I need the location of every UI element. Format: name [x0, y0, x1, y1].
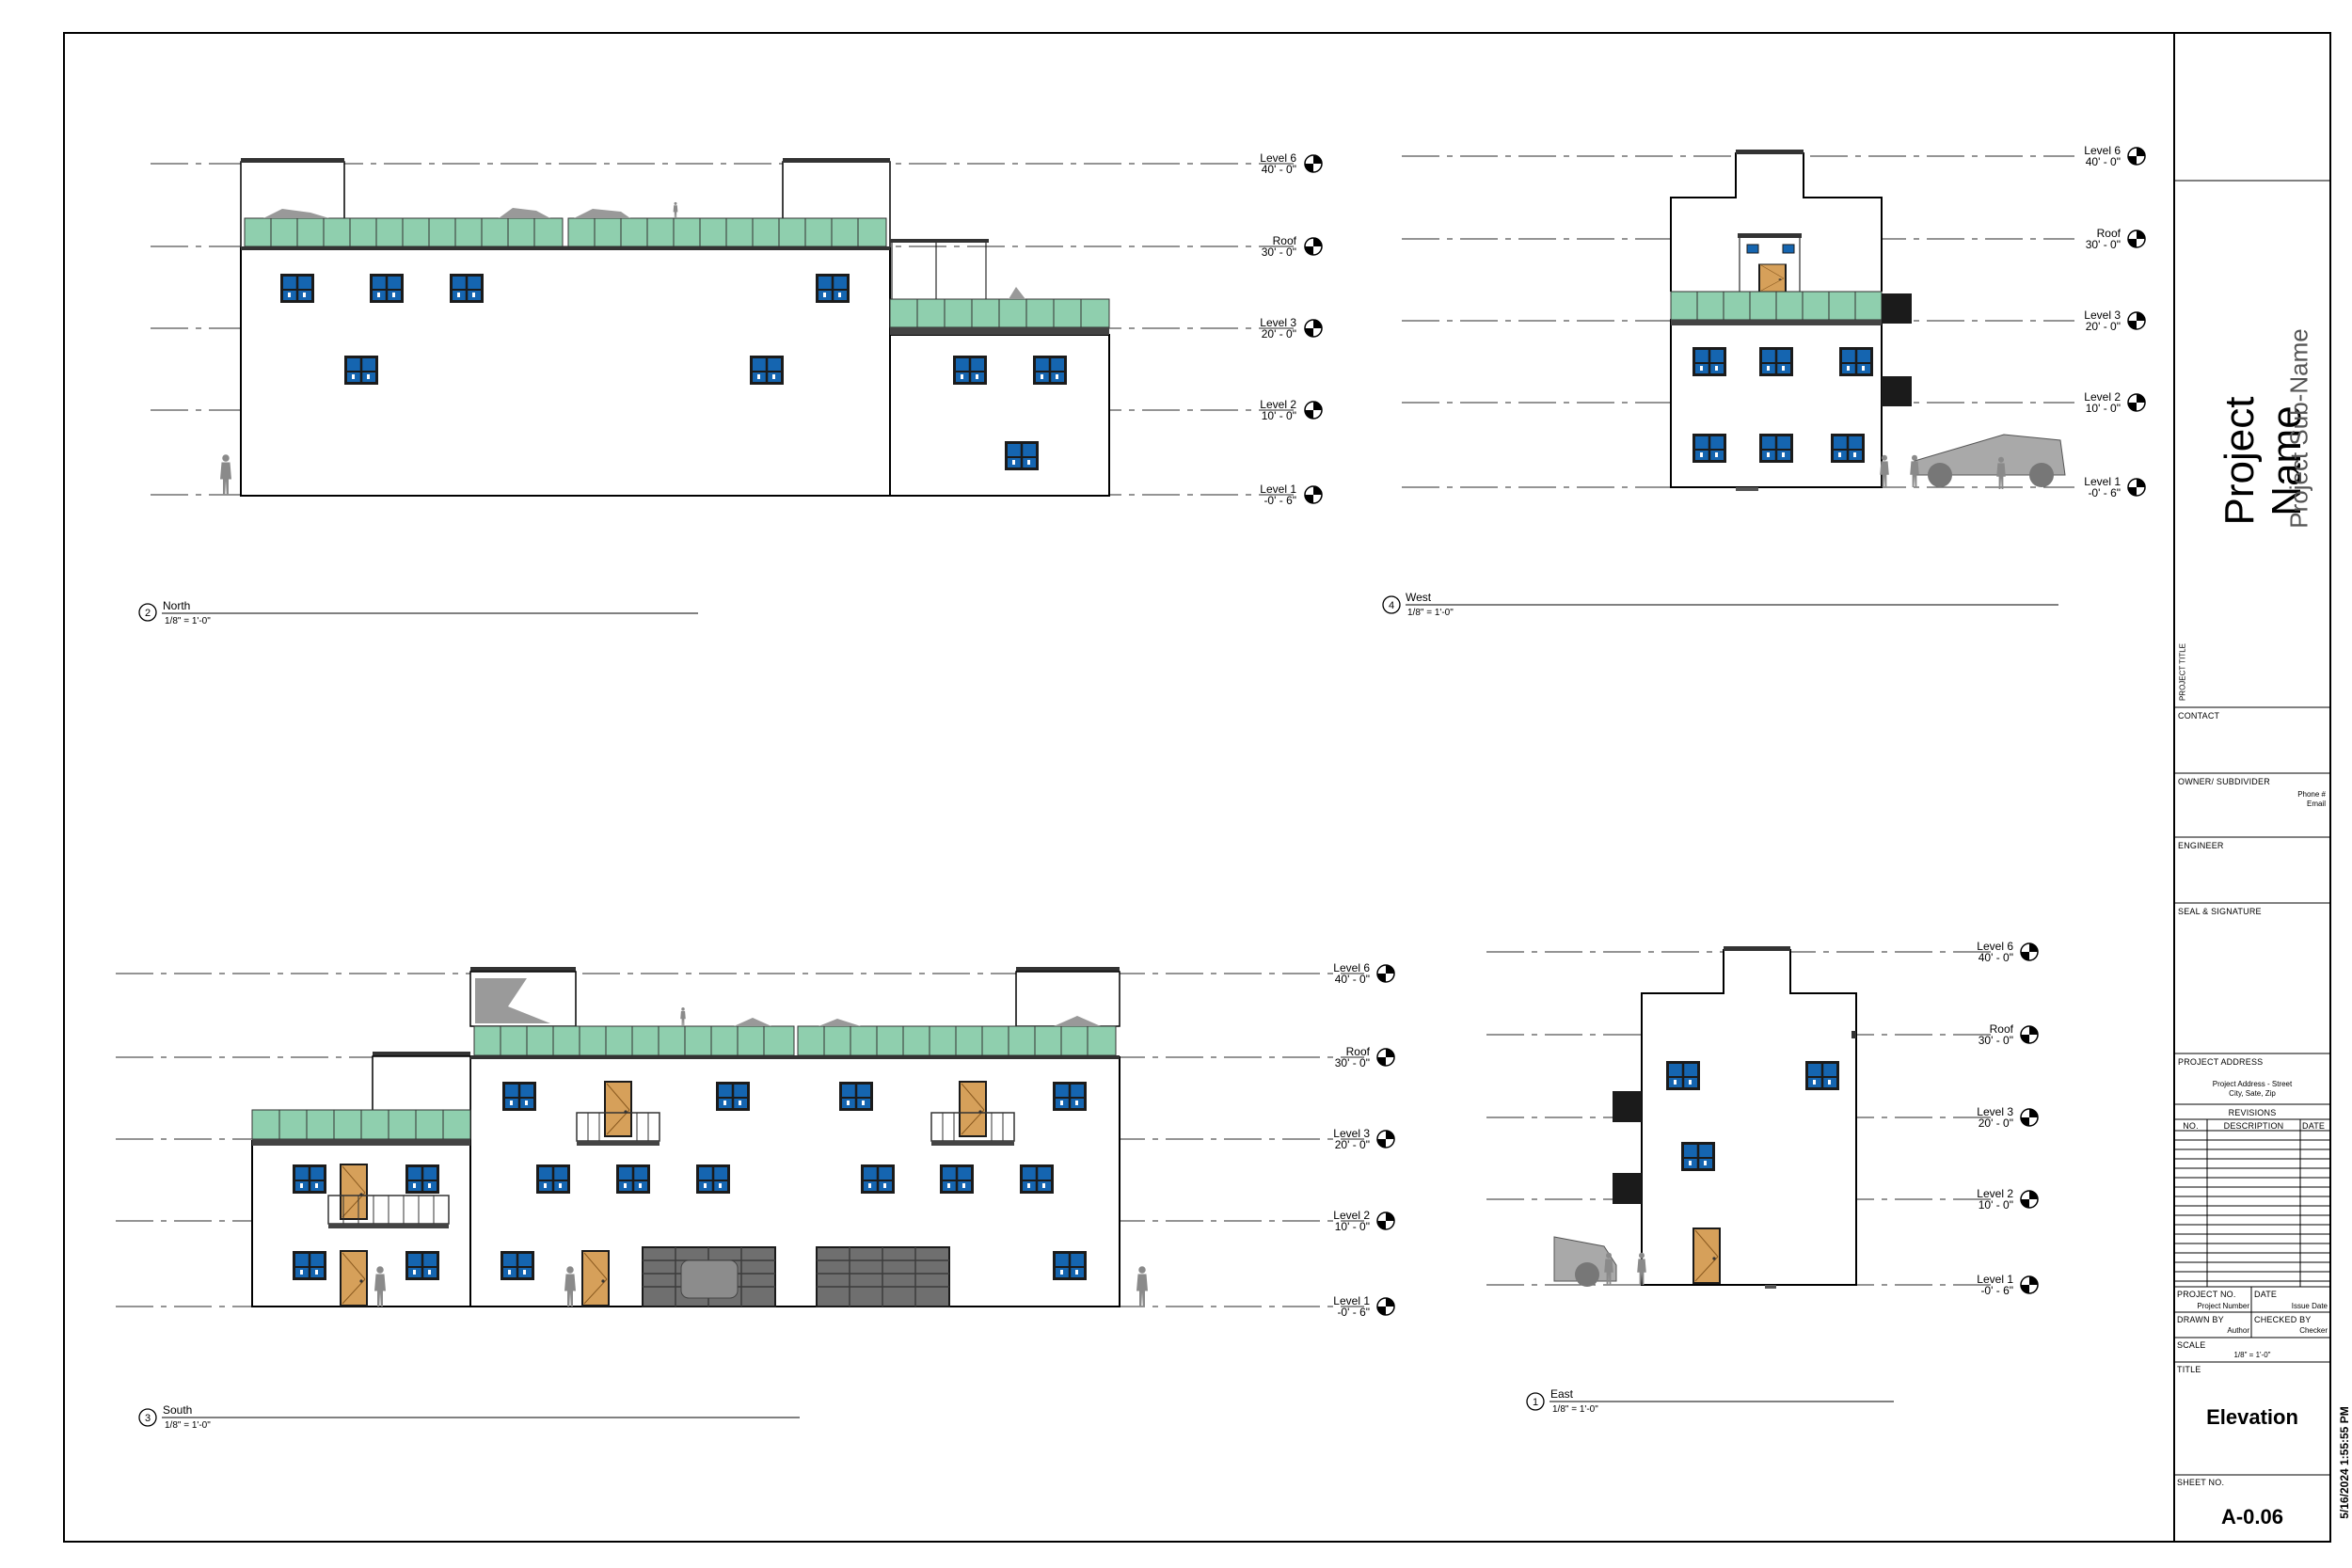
south-roof-elev: 30' - 0" [1335, 1056, 1370, 1069]
owner-label: OWNER/ SUBDIVIDER [2178, 777, 2270, 786]
project-title-label: PROJECT TITLE [2178, 642, 2187, 702]
east-level-3-name: Level 3 [1977, 1105, 2013, 1118]
checked-by-value: Checker [2299, 1326, 2328, 1335]
east-roof-name: Roof [1990, 1022, 2014, 1036]
south-level-2-name: Level 2 [1333, 1209, 1370, 1222]
north-level-2-elev: 10' - 0" [1262, 409, 1296, 422]
south-roof-name: Roof [1346, 1045, 1371, 1058]
west-view-scale: 1/8" = 1'-0" [1407, 608, 1454, 618]
east-roof-elev: 30' - 0" [1979, 1034, 2013, 1047]
print-timestamp: 5/16/2024 1:55:55 PM [2338, 1406, 2351, 1519]
east-level-3-elev: 20' - 0" [1979, 1117, 2013, 1130]
drawn-by-value: Author [2227, 1326, 2249, 1335]
south-level-markers [1376, 964, 1395, 1316]
revisions-col-description: DESCRIPTION [2223, 1121, 2284, 1131]
north-level-3-elev: 20' - 0" [1262, 327, 1296, 341]
east-level-6-name: Level 6 [1977, 940, 2013, 953]
east-elevation [1486, 946, 1994, 1289]
south-level-3-name: Level 3 [1333, 1127, 1370, 1140]
north-view-scale: 1/8" = 1'-0" [165, 616, 211, 626]
south-view-scale: 1/8" = 1'-0" [165, 1420, 211, 1431]
south-level-2-elev: 10' - 0" [1335, 1220, 1370, 1233]
sheet-number: A-0.06 [2220, 1505, 2284, 1528]
seal-signature-label: SEAL & SIGNATURE [2178, 907, 2262, 916]
north-view-number: 2 [145, 608, 151, 619]
south-level-6-elev: 40' - 0" [1335, 973, 1370, 986]
drawn-by-label: DRAWN BY [2177, 1315, 2224, 1324]
project-address-line1: Project Address - Street [2212, 1080, 2293, 1088]
west-view-name: West [1406, 591, 1432, 604]
project-address-label: PROJECT ADDRESS [2178, 1057, 2264, 1067]
north-level-1-elev: -0' - 6" [1263, 494, 1296, 507]
checked-by-label: CHECKED BY [2254, 1315, 2312, 1324]
east-level-1-name: Level 1 [1977, 1273, 2013, 1286]
west-roof-name: Roof [2097, 227, 2122, 240]
revisions-col-no: NO. [2183, 1121, 2199, 1131]
owner-email: Email [2306, 800, 2326, 808]
revisions-col-date: DATE [2302, 1121, 2326, 1131]
north-roof-elev: 30' - 0" [1262, 245, 1296, 259]
scale-value: 1/8" = 1'-0" [2233, 1351, 2271, 1359]
west-elevation [1402, 150, 2074, 491]
north-roof-name: Roof [1273, 234, 1297, 247]
south-elevation [116, 967, 1364, 1307]
west-level-markers [2127, 147, 2146, 497]
east-level-2-name: Level 2 [1977, 1187, 2013, 1200]
west-level-1-elev: -0' - 6" [2088, 486, 2121, 499]
engineer-label: ENGINEER [2178, 841, 2224, 850]
west-view-number: 4 [1389, 600, 1394, 611]
east-view-number: 1 [1533, 1397, 1538, 1408]
west-level-3-name: Level 3 [2084, 309, 2121, 322]
title-block-grid [2174, 33, 2331, 1542]
sheet-title: Elevation [2206, 1405, 2298, 1429]
east-level-6-elev: 40' - 0" [1979, 951, 2013, 964]
title-label: TITLE [2177, 1365, 2201, 1374]
west-level-6-name: Level 6 [2084, 144, 2121, 157]
south-level-1-elev: -0' - 6" [1337, 1306, 1370, 1319]
west-level-6-elev: 40' - 0" [2086, 155, 2121, 168]
east-view-scale: 1/8" = 1'-0" [1552, 1404, 1598, 1415]
project-no-label: PROJECT NO. [2177, 1290, 2236, 1299]
date-label: DATE [2254, 1290, 2278, 1299]
south-view-number: 3 [145, 1413, 151, 1424]
owner-phone: Phone # [2297, 790, 2326, 799]
north-level-1-name: Level 1 [1260, 483, 1296, 496]
project-no-value: Project Number [2197, 1302, 2249, 1310]
south-view-name: South [163, 1403, 192, 1417]
south-level-1-name: Level 1 [1333, 1294, 1370, 1307]
contact-label: CONTACT [2178, 711, 2220, 721]
north-level-6-elev: 40' - 0" [1262, 163, 1296, 176]
project-subname: Project Sub-Name [2284, 328, 2313, 529]
west-level-2-name: Level 2 [2084, 390, 2121, 404]
south-level-6-name: Level 6 [1333, 961, 1370, 974]
west-level-3-elev: 20' - 0" [2086, 320, 2121, 333]
south-level-3-elev: 20' - 0" [1335, 1138, 1370, 1151]
project-address-line2: City, Sate, Zip [2229, 1089, 2276, 1098]
north-view-name: North [163, 599, 190, 612]
east-level-2-elev: 10' - 0" [1979, 1198, 2013, 1212]
east-view-name: East [1550, 1387, 1574, 1401]
north-level-6-name: Level 6 [1260, 151, 1296, 165]
west-level-2-elev: 10' - 0" [2086, 402, 2121, 415]
east-level-1-elev: -0' - 6" [1980, 1284, 2013, 1297]
scale-label: SCALE [2177, 1340, 2206, 1350]
north-level-markers [1304, 154, 1323, 504]
east-level-markers [2020, 942, 2039, 1294]
sheet-no-label: SHEET NO. [2177, 1478, 2225, 1487]
north-elevation [151, 158, 1294, 497]
revisions-header: REVISIONS [2228, 1108, 2277, 1117]
north-level-3-name: Level 3 [1260, 316, 1296, 329]
west-level-1-name: Level 1 [2084, 475, 2121, 488]
date-value: Issue Date [2291, 1302, 2328, 1310]
north-level-2-name: Level 2 [1260, 398, 1296, 411]
west-roof-elev: 30' - 0" [2086, 238, 2121, 251]
